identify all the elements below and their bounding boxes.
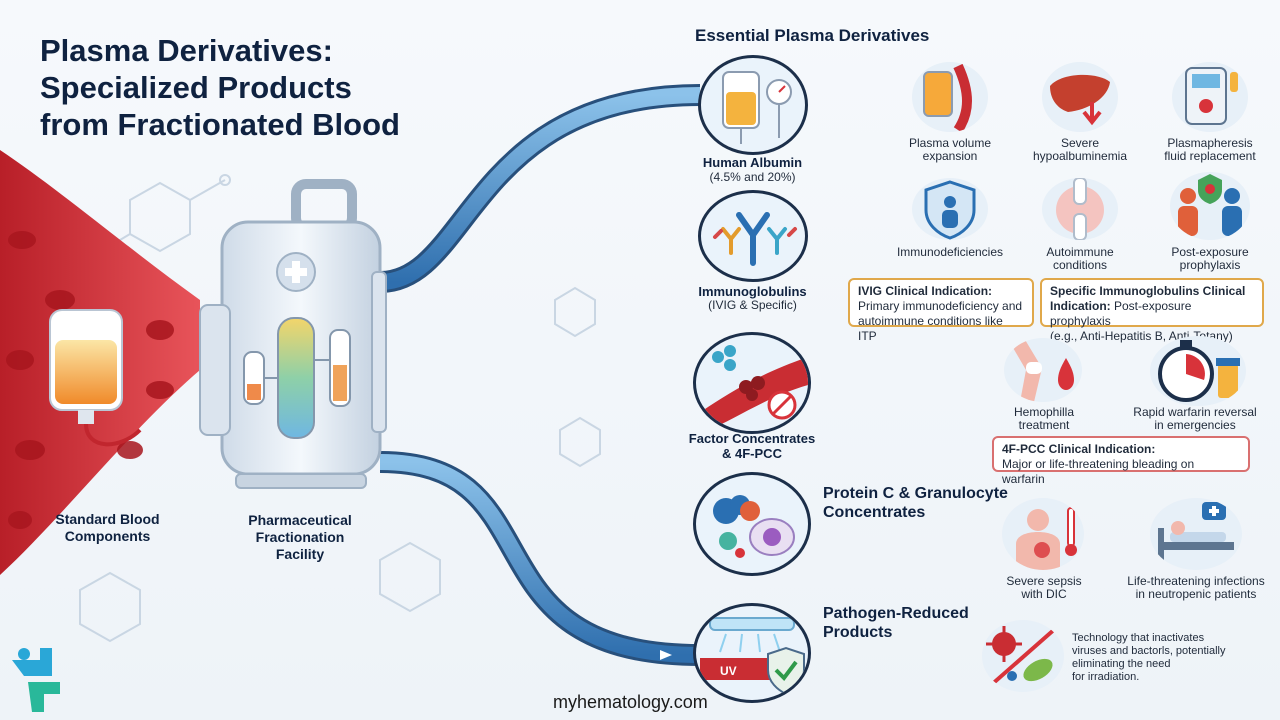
uv-shield-icon [700,617,805,696]
factor-label: Factor Concentrates& 4F-PCC [688,431,816,461]
blood-vessel-icon [696,345,808,431]
pathogen-crossed-icon [982,620,1064,692]
plasma-volume-icon [912,62,988,132]
knee-blood-icon [1004,338,1082,402]
sepsis-icon [1002,498,1084,570]
ivig-indication-box: IVIG Clinical Indication:Primary immunod… [848,278,1034,343]
pathogen-circle [693,603,811,703]
immunoglobulin-circle [698,190,808,282]
pcc-indication-box: 4F-PCC Clinical Indication:Major or life… [992,436,1250,486]
immunodeficiencies-label: Immunodeficiencies [896,245,1004,259]
plasmapheresis-icon [1172,62,1248,132]
uv-label: UV [720,664,737,678]
immunoglobulin-sub: (IVIG & Specific) [708,298,797,312]
logo-mark [12,648,60,712]
immunoglobulin-label: Immunoglobulins [698,284,807,299]
cells-icon [713,495,795,558]
protein-c-circle [693,472,811,576]
title-line-2: Specialized Products [40,70,352,105]
albumin-label: Human Albumin [702,155,803,170]
page-title: Plasma Derivatives: Specialized Products… [40,32,460,143]
immunity-shield-icon [912,178,988,240]
title-line-1: Plasma Derivatives: [40,33,333,68]
title-line-3: from Fractionated Blood [40,107,400,142]
footer-site-name: myhematology.com [553,692,708,712]
liver-icon [1042,62,1118,132]
albumin-circle [698,55,808,155]
antibody-icon [713,212,797,266]
stopwatch-icon [1150,336,1246,406]
hospital-bed-icon [1150,498,1242,570]
albumin-bag-icon [722,71,792,144]
handshake-shield-icon [1170,172,1250,240]
factor-circle [693,332,811,434]
albumin-sub: (4.5% and 20%) [709,170,796,184]
joint-icon [1042,178,1118,240]
section-title: Essential Plasma Derivatives [695,26,930,45]
